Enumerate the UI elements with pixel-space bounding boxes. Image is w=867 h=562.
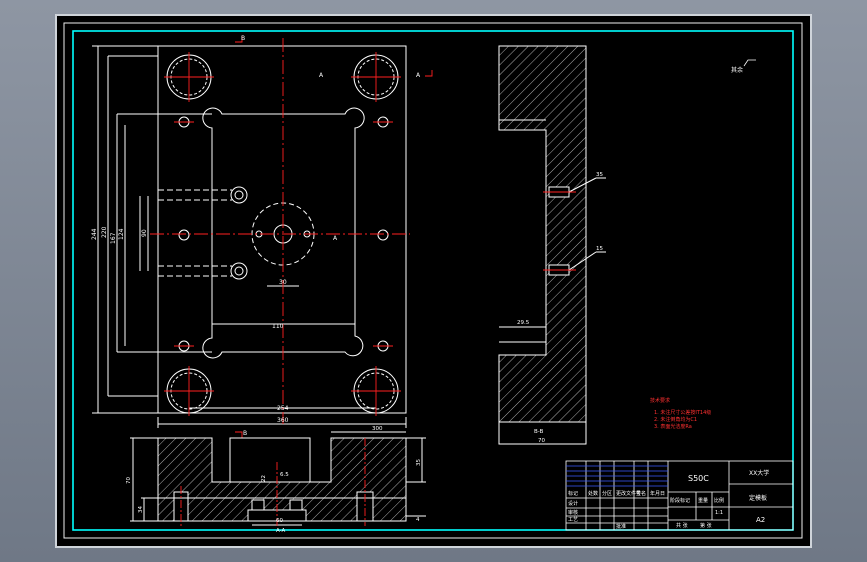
tech-note-2: 2. 未注倒角均为C1 xyxy=(654,416,697,423)
plan-centerlines xyxy=(150,36,433,438)
dim-height-3: 167 xyxy=(110,232,117,244)
section-label-b-top: B xyxy=(241,35,245,42)
plate-outline[interactable] xyxy=(157,45,407,414)
tech-note-1: 1. 未注尺寸公差按IT14级 xyxy=(654,409,711,416)
front-section-hatched-body[interactable] xyxy=(157,437,407,522)
front-section-dimensions: 300 70 34 35 4 22 6.5 60 A-A xyxy=(126,426,422,534)
section-label-a-center: A xyxy=(333,235,338,242)
front-section-view xyxy=(130,431,426,526)
dim-side-rib: 29.5 xyxy=(517,320,530,326)
front-section-centerlines xyxy=(180,438,366,526)
dim-side-width: 70 xyxy=(538,438,545,444)
label-approve: 批准 xyxy=(616,523,626,530)
tech-notes-title: 技术要求 xyxy=(650,397,670,404)
dim-overall-width: 360 xyxy=(277,417,289,424)
title-block-text: S50C XX大学 定模板 A2 1:1 标记 处数 分区 更改文件号 签名 年… xyxy=(568,469,769,530)
sheet-inner-frame xyxy=(72,30,794,531)
side-section-centerlines xyxy=(543,191,576,271)
label-stage: 阶段标记 xyxy=(670,497,690,504)
dim-front-mid-1: 22 xyxy=(261,475,267,482)
side-section-label: B-B xyxy=(534,429,544,435)
cooling-channel-lower xyxy=(158,262,248,280)
dim-cavity-width: 110 xyxy=(272,323,284,330)
label-weight: 重量 xyxy=(698,497,708,504)
title-block-grid xyxy=(566,465,668,487)
section-label-b-bottom: B xyxy=(243,430,247,437)
dim-side-hole-2: 15 xyxy=(596,246,603,252)
dim-front-width: 300 xyxy=(372,426,383,432)
side-section-dimensions: 35 15 29.5 70 B-B xyxy=(517,172,603,444)
cooling-channel-upper xyxy=(158,186,248,204)
front-section-label: A-A xyxy=(276,528,286,534)
title-part-name: 定模板 xyxy=(749,494,767,502)
plan-view-dimensions: B A A A B 360 254 110 30 244 220 167 124… xyxy=(91,35,421,437)
title-material: S50C xyxy=(688,474,709,483)
label-change-doc: 更改文件号 xyxy=(616,490,641,497)
dim-side-hole-1: 35 xyxy=(596,172,603,178)
dim-front-right-small: 4 xyxy=(416,517,420,523)
label-process: 工艺 xyxy=(568,517,578,523)
side-section-hatched-body[interactable] xyxy=(498,45,587,423)
sheet-outer-border xyxy=(63,22,803,539)
section-label-a-left: A xyxy=(319,72,324,79)
label-scale: 比例 xyxy=(714,497,724,504)
title-school: XX大学 xyxy=(749,469,769,477)
title-sheet-size: A2 xyxy=(756,516,765,524)
dim-height-2: 220 xyxy=(101,226,108,238)
dim-bore: 30 xyxy=(279,279,287,286)
label-zone: 分区 xyxy=(602,490,612,497)
dim-height-4: 124 xyxy=(118,228,125,240)
label-date: 年月日 xyxy=(650,490,665,497)
dim-front-right: 35 xyxy=(416,459,422,466)
label-design: 设计 xyxy=(568,500,578,507)
dim-height-5: 90 xyxy=(141,229,148,237)
dim-inner-width: 254 xyxy=(277,405,289,412)
front-section-cavity xyxy=(229,437,311,483)
dim-front-bottom: 60 xyxy=(276,518,283,524)
technical-requirements: 技术要求 1. 未注尺寸公差按IT14级 2. 未注倒角均为C1 3. 表面光洁… xyxy=(650,397,711,430)
dim-height-1: 244 xyxy=(91,228,98,240)
label-count: 处数 xyxy=(588,490,598,497)
dim-front-mid-2: 6.5 xyxy=(280,472,289,478)
cavity-pocket[interactable] xyxy=(202,107,365,359)
label-review: 审核 xyxy=(568,509,578,516)
title-block xyxy=(565,460,794,531)
dim-front-height: 70 xyxy=(126,477,132,484)
surface-roughness-note: 其余 xyxy=(731,59,756,74)
label-sheet-no: 第 张 xyxy=(700,522,712,529)
label-total-sheets: 共 张 xyxy=(676,522,688,529)
svg-text:其余: 其余 xyxy=(731,66,743,74)
section-label-a-right: A xyxy=(416,72,421,79)
label-sign: 签名 xyxy=(636,490,646,497)
tech-note-3: 3. 表面光洁度Ra xyxy=(654,423,692,430)
side-section-view xyxy=(498,45,606,445)
label-mark: 标记 xyxy=(568,490,578,497)
title-scale: 1:1 xyxy=(715,510,723,516)
dim-front-step: 34 xyxy=(138,506,144,513)
